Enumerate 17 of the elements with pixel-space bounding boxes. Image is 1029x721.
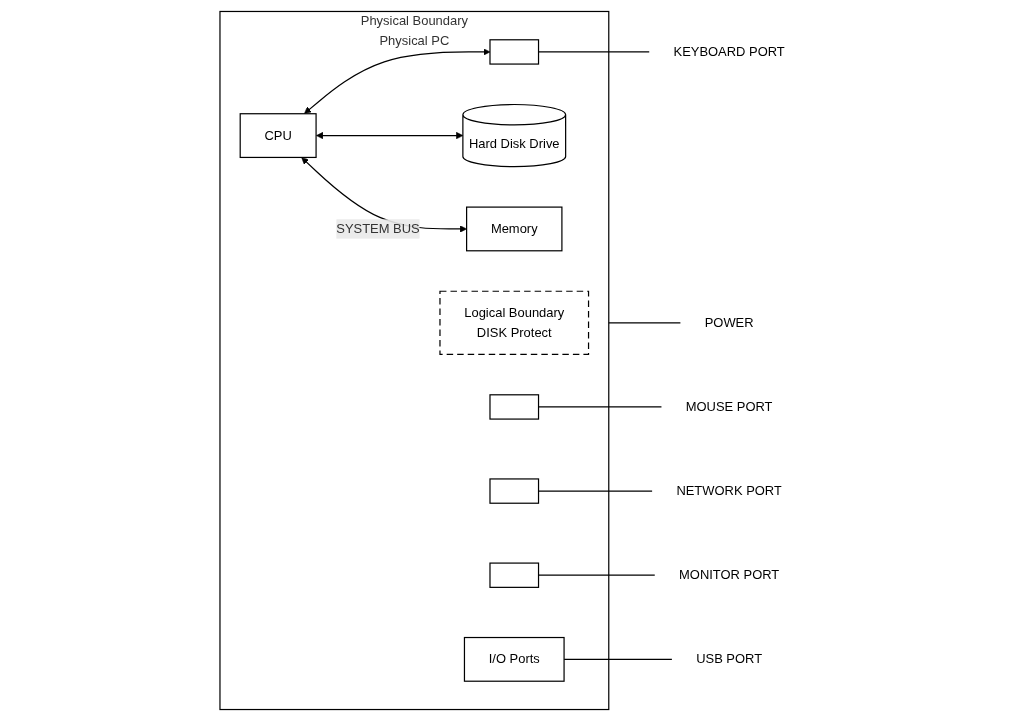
node-text: USB PORT — [696, 652, 763, 666]
edge-label: SYSTEM BUS — [336, 221, 420, 236]
node-box — [489, 478, 540, 504]
node-text: MOUSE PORT — [685, 399, 773, 414]
node-box — [489, 394, 540, 420]
connector — [608, 322, 681, 324]
node-box — [489, 562, 540, 588]
arrow — [316, 132, 464, 140]
node-box: I/O Ports — [463, 636, 565, 682]
node-box: Memory — [466, 206, 563, 252]
node-box: CPU — [239, 113, 317, 159]
node-text: KEYBOARD PORT — [673, 44, 785, 59]
node-text: NETWORK PORT — [676, 483, 782, 498]
node-box — [489, 39, 540, 65]
node-text: MONITOR PORT — [679, 567, 780, 582]
node-text: POWER — [704, 315, 754, 330]
node-box: Logical Boundary DISK Protect — [439, 290, 590, 355]
